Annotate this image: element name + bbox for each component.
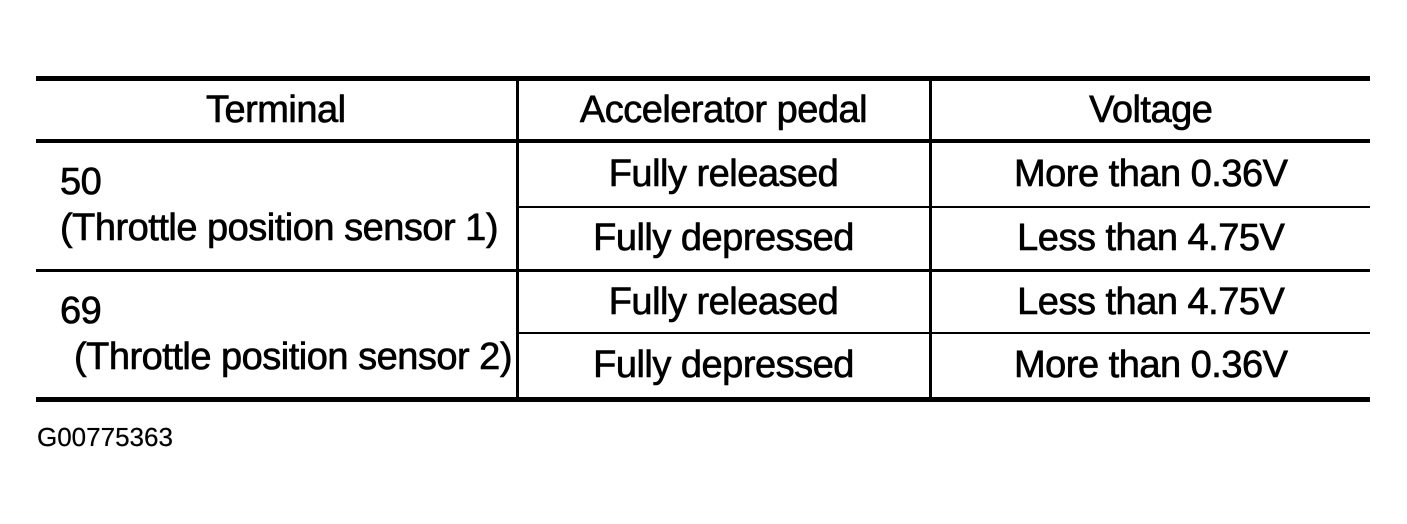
voltage-cell: Less than 4.75V bbox=[928, 206, 1370, 271]
column-header-voltage: Voltage bbox=[928, 78, 1370, 143]
voltage-cell: More than 0.36V bbox=[928, 332, 1370, 400]
terminal-number: 50 bbox=[60, 161, 102, 204]
table-row: 50 (Throttle position sensor 1) Fully re… bbox=[36, 141, 1370, 249]
pedal-cell: Fully released bbox=[515, 269, 930, 333]
pedal-cell: Fully depressed bbox=[515, 332, 930, 400]
column-header-terminal: Terminal bbox=[36, 78, 517, 143]
voltage-cell: More than 0.36V bbox=[928, 141, 1370, 207]
header-row: Terminal Accelerator pedal Voltage bbox=[36, 78, 1370, 143]
table-row: 69 (Throttle position sensor 2) Fully re… bbox=[36, 269, 1370, 400]
voltage-cell: Less than 4.75V bbox=[928, 269, 1370, 333]
terminal-cell-sensor-1: 50 (Throttle position sensor 1) bbox=[36, 141, 517, 271]
table-row: Fully depressed More than 0.36V bbox=[36, 332, 1370, 400]
terminal-number: 69 bbox=[60, 289, 102, 333]
column-header-accelerator-pedal: Accelerator pedal bbox=[515, 78, 930, 143]
terminal-voltage-spec-table: Terminal Accelerator pedal Voltage 50 (T… bbox=[36, 76, 1370, 402]
figure-id-label: G00775363 bbox=[37, 422, 173, 452]
table-row: Fully depressed Less than 4.75V bbox=[36, 206, 1370, 271]
terminal-note: (Throttle position sensor 2) bbox=[74, 335, 513, 378]
pedal-cell: Fully released bbox=[515, 141, 930, 207]
pedal-cell: Fully depressed bbox=[515, 206, 930, 271]
terminal-cell-sensor-2: 69 (Throttle position sensor 2) bbox=[36, 269, 517, 400]
terminal-note: (Throttle position sensor 1) bbox=[60, 207, 499, 250]
